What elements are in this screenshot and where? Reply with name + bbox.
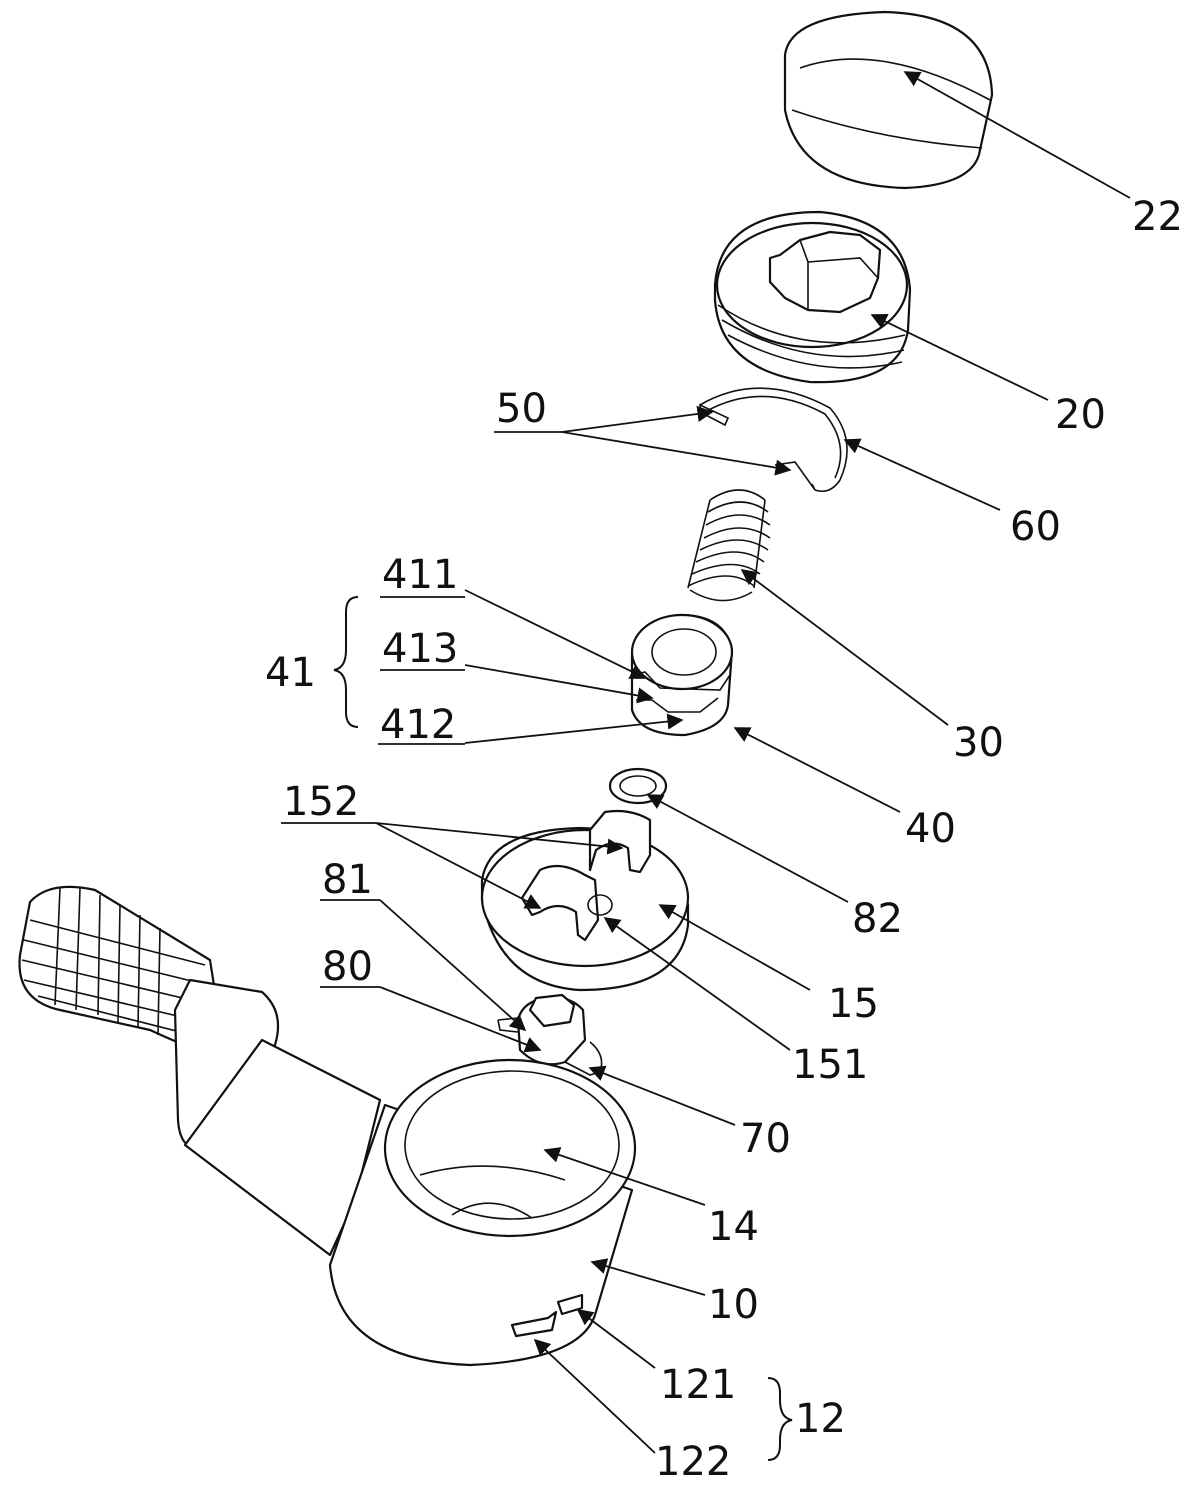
label-411: 411 xyxy=(382,552,458,598)
leader-22 xyxy=(903,71,1131,199)
label-30: 30 xyxy=(953,720,1004,766)
leader-151 xyxy=(603,917,791,1051)
part-40-cam-sleeve xyxy=(630,613,734,737)
leader-121 xyxy=(576,1309,656,1369)
label-20: 20 xyxy=(1055,392,1106,438)
leader-60 xyxy=(843,438,1001,511)
brace-41 xyxy=(333,596,359,728)
leader-15 xyxy=(658,904,811,991)
leader-lines xyxy=(375,71,1131,1454)
label-121: 121 xyxy=(660,1362,736,1408)
label-80: 80 xyxy=(322,944,373,990)
leader-82 xyxy=(646,794,849,903)
part-30-spring xyxy=(687,489,771,602)
label-122: 122 xyxy=(655,1439,731,1485)
leader-412 xyxy=(464,713,684,744)
label-22: 22 xyxy=(1132,194,1183,240)
label-81: 81 xyxy=(322,857,373,903)
label-151: 151 xyxy=(792,1042,868,1088)
leader-20 xyxy=(870,314,1049,401)
leader-50-b xyxy=(561,431,792,476)
leader-50-a xyxy=(561,405,714,433)
part-22-cap xyxy=(783,10,994,190)
label-10: 10 xyxy=(708,1282,759,1328)
leader-40 xyxy=(733,727,901,813)
label-14: 14 xyxy=(708,1204,759,1250)
leader-30 xyxy=(740,569,949,726)
brace-12 xyxy=(767,1377,793,1461)
leader-10 xyxy=(590,1258,706,1296)
leader-70 xyxy=(588,1065,736,1126)
leader-152-a xyxy=(375,822,624,855)
part-60-clip xyxy=(699,387,848,493)
label-41: 41 xyxy=(265,650,316,696)
part-80-plunger xyxy=(497,993,587,1066)
label-12: 12 xyxy=(795,1396,846,1442)
leader-81 xyxy=(379,899,527,1032)
leader-80 xyxy=(379,986,542,1053)
label-50: 50 xyxy=(496,386,547,432)
labels: 22 20 50 60 30 411 413 41 412 40 152 82 … xyxy=(265,194,1183,1485)
label-152: 152 xyxy=(283,779,359,825)
part-10-main-body xyxy=(18,885,637,1367)
leader-411 xyxy=(464,589,647,679)
leader-413 xyxy=(464,664,654,704)
part-82-washer xyxy=(608,767,668,805)
part-20-upper-housing xyxy=(713,210,912,384)
label-70: 70 xyxy=(740,1116,791,1162)
label-40: 40 xyxy=(905,806,956,852)
label-82: 82 xyxy=(852,896,903,942)
leader-14 xyxy=(543,1147,706,1206)
leader-152-b xyxy=(375,822,542,909)
label-413: 413 xyxy=(382,626,458,672)
label-412: 412 xyxy=(380,702,456,748)
label-60: 60 xyxy=(1010,504,1061,550)
label-15: 15 xyxy=(828,981,879,1027)
leader-122 xyxy=(533,1338,656,1454)
part-15-cam-disc xyxy=(480,809,690,992)
